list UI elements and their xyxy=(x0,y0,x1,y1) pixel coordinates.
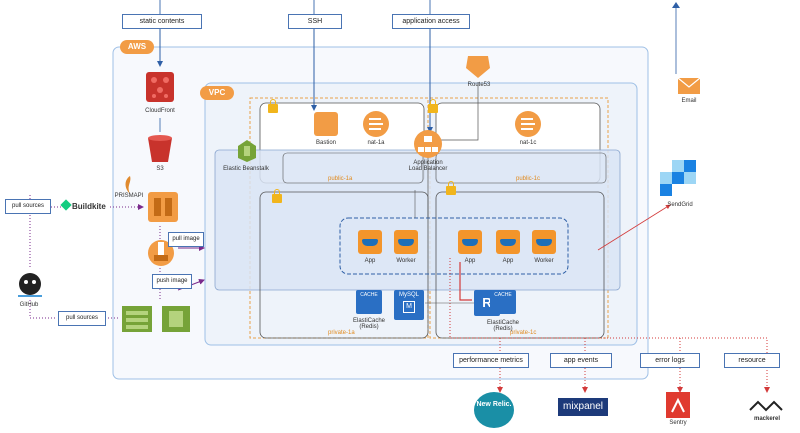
docker-icon xyxy=(532,230,556,254)
ecr-icon xyxy=(148,240,174,266)
nat-1a-label: nat-1a xyxy=(367,140,385,146)
sentry-icon xyxy=(666,392,690,418)
aws-badge: AWS xyxy=(120,40,154,54)
docker-icon xyxy=(394,230,418,254)
codepipeline-icon xyxy=(122,306,152,332)
docker-icon xyxy=(458,230,482,254)
nat-1a-icon xyxy=(363,111,389,137)
prismapi-label: PRISMAPI xyxy=(114,193,144,199)
route53-icon xyxy=(466,56,490,78)
s3-icon xyxy=(148,135,172,162)
email-label: Email xyxy=(681,98,697,104)
elasticache-1c-label: ElastiCache (Redis) xyxy=(486,320,519,332)
newrelic-logo: New Relic. xyxy=(474,392,514,428)
cloudfront-icon xyxy=(146,72,174,102)
application-access-label: application access xyxy=(392,14,470,29)
performance-metrics-label: performance metrics xyxy=(453,353,529,368)
mackerel-label: mackerel xyxy=(753,416,781,422)
app-label-1: App xyxy=(364,258,376,264)
codebuild-icon xyxy=(162,306,190,332)
route53-label: Route53 xyxy=(467,82,491,88)
bastion-label: Bastion xyxy=(315,140,336,146)
elasticache-1a-label: ElastiCache (Redis) xyxy=(352,318,385,330)
bastion-icon xyxy=(314,112,338,136)
lock-icon xyxy=(268,99,278,113)
nat-1c-icon xyxy=(515,111,541,137)
buildkite-icon xyxy=(60,199,72,211)
nat-1c-label: nat-1c xyxy=(519,140,537,146)
email-icon xyxy=(677,77,701,94)
app-label-3: App xyxy=(502,258,514,264)
private-1a-label: private-1a xyxy=(328,330,355,336)
pull-sources-label-1: pull sources xyxy=(5,199,51,214)
cloudfront-label: CloudFront xyxy=(145,108,175,114)
public-1c-label: public-1c xyxy=(516,176,541,182)
github-label: GitHub xyxy=(19,302,39,308)
elasticache-1c-icon: CACHE xyxy=(490,290,516,314)
lock-icon xyxy=(446,181,456,195)
sendgrid-label: SendGrid xyxy=(667,202,693,208)
s3-label: S3 xyxy=(156,166,164,172)
vpc-badge: VPC xyxy=(200,86,234,100)
lock-icon xyxy=(428,99,438,113)
ssh-label: SSH xyxy=(288,14,342,29)
docker-icon xyxy=(496,230,520,254)
worker-label-1: Worker xyxy=(396,258,416,264)
app-group xyxy=(339,217,569,275)
github-icon xyxy=(18,273,42,297)
elasticache-1a-icon: CACHE xyxy=(356,290,382,314)
mixpanel-logo: mixpanel xyxy=(558,398,608,416)
prismapi-icon xyxy=(125,176,131,194)
buildkite-logo: Buildkite xyxy=(60,199,106,211)
app-events-label: app events xyxy=(550,353,612,368)
sentry-label: Sentry xyxy=(669,420,687,426)
elastic-beanstalk-icon xyxy=(238,140,256,162)
private-1c-label: private-1c xyxy=(510,330,537,336)
docker-icon xyxy=(358,230,382,254)
ecs-icon xyxy=(148,192,178,222)
alb-label: Application Load Balancer xyxy=(408,160,448,172)
app-label-2: App xyxy=(464,258,476,264)
worker-label-2: Worker xyxy=(534,258,554,264)
lock-icon xyxy=(272,189,282,203)
public-1a-label: public-1a xyxy=(328,176,353,182)
error-logs-label: error logs xyxy=(640,353,700,368)
mackerel-icon xyxy=(749,400,783,412)
sendgrid-icon xyxy=(660,160,696,196)
elastic-beanstalk-label: Elastic Beanstalk xyxy=(223,166,269,172)
pull-image-label: pull image xyxy=(168,232,204,247)
static-contents-label: static contents xyxy=(122,14,202,29)
mysql-icon: MySQL M xyxy=(394,290,424,320)
alb-icon xyxy=(414,130,442,158)
push-image-label: push image xyxy=(152,274,192,289)
pull-sources-label-2: pull sources xyxy=(58,311,106,326)
resource-label: resource xyxy=(724,353,780,368)
